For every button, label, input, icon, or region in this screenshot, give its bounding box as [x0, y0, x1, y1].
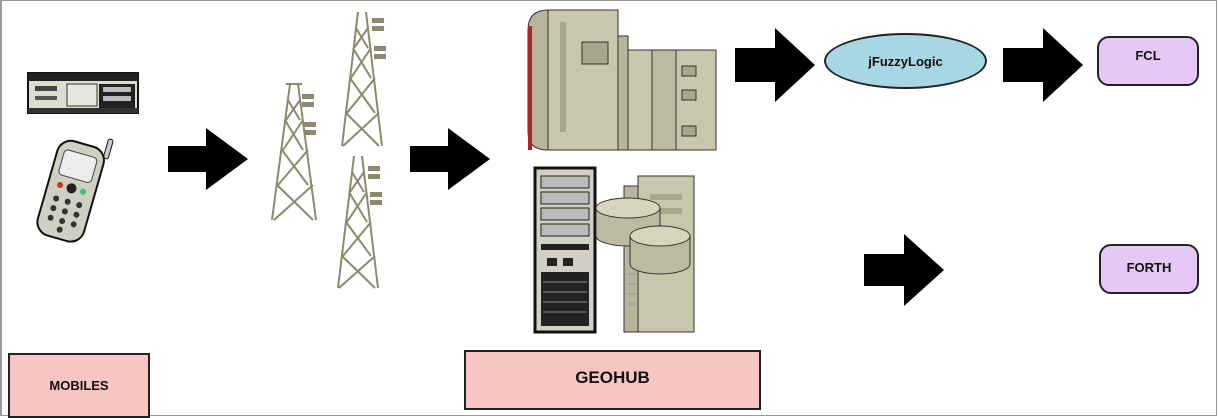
desktop-computer-icon — [27, 72, 139, 114]
mainframe-server-icon — [527, 9, 717, 151]
tower-pc-icon — [533, 166, 597, 334]
cell-tower-icon — [271, 83, 317, 221]
jfuzzylogic-node: jFuzzyLogic — [824, 33, 987, 89]
fcl-node: FCL — [1097, 36, 1199, 86]
database-server-icon — [595, 175, 695, 333]
arrow-icon — [1003, 28, 1083, 102]
arrow-icon — [168, 128, 248, 190]
mobiles-node: MOBILES — [8, 353, 150, 418]
forth-node: FORTH — [1099, 244, 1199, 294]
mobile-phone-icon — [36, 138, 114, 243]
cell-tower-icon — [341, 11, 386, 147]
arrow-icon — [864, 234, 944, 306]
jfuzzylogic-label: jFuzzyLogic — [868, 53, 943, 69]
arrow-icon — [735, 28, 815, 102]
geohub-node: GEOHUB — [464, 350, 761, 410]
cell-tower-icon — [337, 155, 382, 289]
forth-label: FORTH — [1126, 260, 1172, 275]
arrow-icon — [410, 128, 490, 190]
geohub-label: GEOHUB — [575, 368, 650, 387]
mobiles-label: MOBILES — [49, 378, 109, 393]
fcl-label: FCL — [1135, 48, 1161, 63]
